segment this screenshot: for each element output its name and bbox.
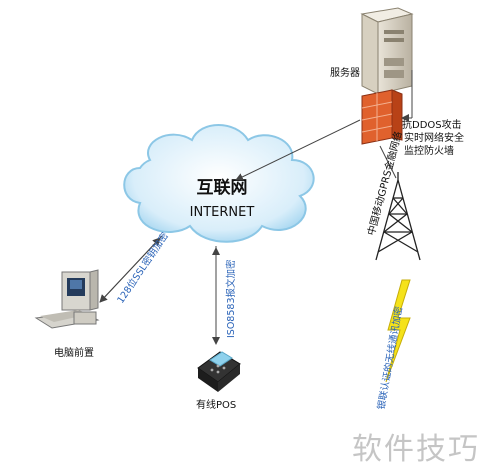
internet-cloud: 互联网 INTERNET (123, 124, 315, 243)
watermark: 软件技巧 (352, 432, 480, 467)
pos-terminal-icon (197, 351, 241, 392)
firewall-label-2: 实时网络安全 (404, 131, 464, 144)
pc-label: 电脑前置 (54, 346, 94, 359)
server-label: 服务器 (330, 66, 360, 79)
pc-link-label: 128位SSL密钥加密 (115, 230, 172, 306)
pos-link-label: ISO8583报文加密 (225, 259, 237, 338)
computer-icon (34, 269, 100, 329)
cell-tower-icon (375, 172, 421, 261)
firewall-icon (361, 89, 403, 145)
firewall-label-1: 抗DDOS攻击 (402, 118, 462, 131)
pc-cloud-arrow (99, 237, 161, 303)
wireless-bolt-icon (385, 279, 411, 383)
cloud-title: 互联网 (197, 178, 248, 198)
firewall-cloud-arrow (235, 119, 361, 181)
firewall-label-3: 监控防火墙 (404, 144, 454, 157)
server-icon (360, 7, 414, 95)
cloud-subtitle: INTERNET (190, 205, 255, 220)
pos-label: 有线POS (196, 398, 236, 411)
firewall-tower-connector (379, 145, 397, 179)
